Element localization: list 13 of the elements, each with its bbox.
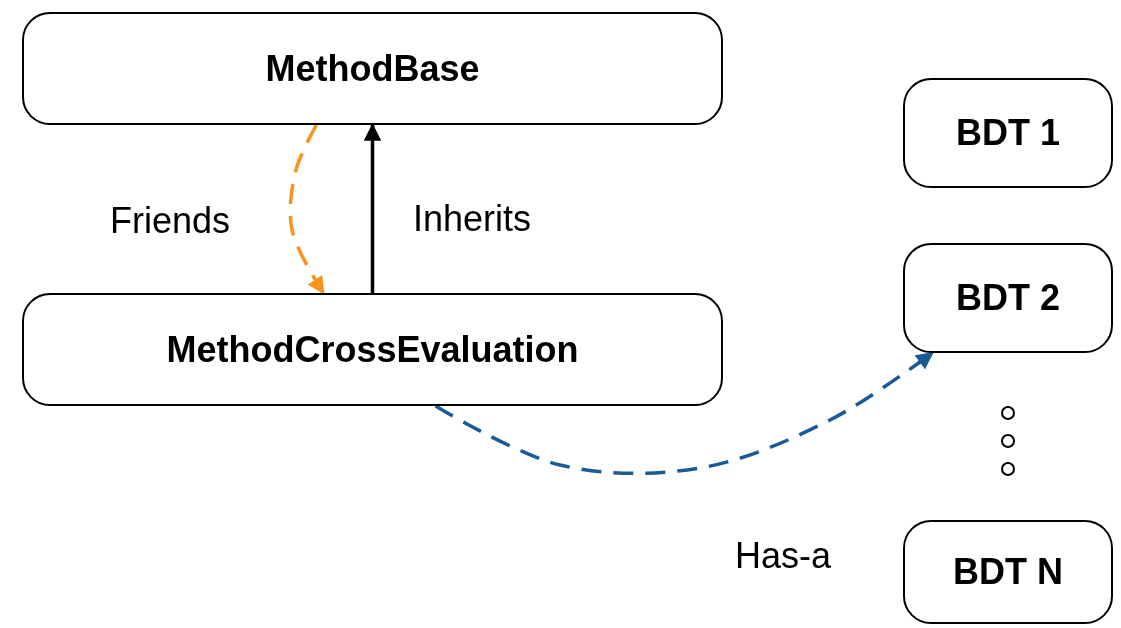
class-box	[22, 293, 723, 406]
class-name: BDT 2	[956, 277, 1060, 319]
class-name: BDT N	[953, 551, 1063, 593]
arrow	[434, 351, 934, 475]
class-box	[22, 12, 723, 125]
arrow	[288, 124, 325, 295]
class-box	[903, 520, 1113, 624]
arrow	[363, 123, 382, 293]
class-name: MethodCrossEvaluation	[166, 328, 579, 371]
class-box	[903, 78, 1113, 188]
class-box	[903, 243, 1113, 353]
class-name: BDT 1	[956, 112, 1060, 154]
class-name: MethodBase	[265, 47, 480, 90]
